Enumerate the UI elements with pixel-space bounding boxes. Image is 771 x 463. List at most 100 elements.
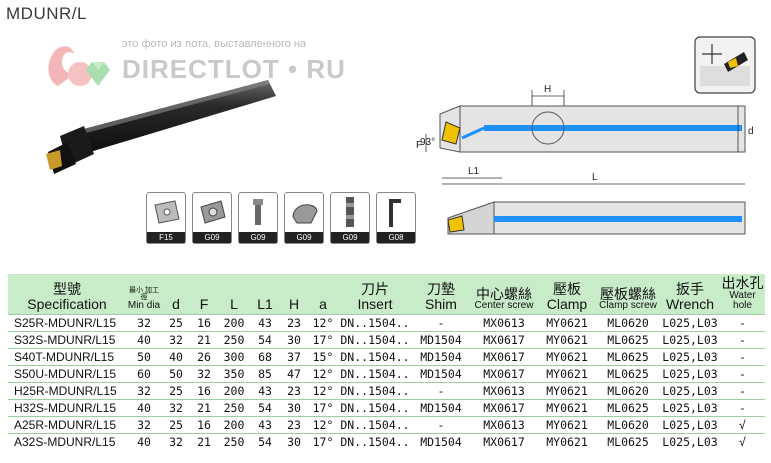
table-cell: S40T-MDUNR/L15 bbox=[14, 349, 115, 364]
table-cell: 23 bbox=[287, 315, 301, 330]
table-cell: 40 bbox=[169, 349, 183, 364]
table-cell: 30 bbox=[287, 400, 301, 415]
table-cell: L025,L03 bbox=[662, 349, 718, 364]
table-cell: MD1504 bbox=[420, 434, 462, 449]
table-cell: ML0625 bbox=[607, 349, 649, 364]
table-cell: 54 bbox=[258, 332, 272, 347]
watermark-text: это фото из лота, выставленного на bbox=[122, 38, 307, 50]
boring-bar-image bbox=[46, 80, 276, 174]
table-cell: H25R-MDUNR/L15 bbox=[14, 383, 117, 398]
col-l: L bbox=[218, 274, 250, 315]
table-cell: MX0613 bbox=[483, 417, 525, 432]
table-cell: MD1504 bbox=[420, 349, 462, 364]
table-cell: - bbox=[739, 315, 746, 330]
table-cell: ML0620 bbox=[607, 417, 649, 432]
table-cell: - bbox=[437, 315, 445, 330]
table-cell: DN..1504.. bbox=[340, 383, 410, 398]
table-cell: 23 bbox=[287, 417, 301, 432]
clamp-label: G09 bbox=[285, 232, 323, 243]
wrench-label: G08 bbox=[377, 232, 415, 243]
table-cell: 250 bbox=[223, 332, 245, 347]
clamp-card: G09 bbox=[284, 192, 324, 244]
table-cell: MY0621 bbox=[546, 366, 588, 381]
table-cell: ML0625 bbox=[607, 366, 649, 381]
insert-label: F15 bbox=[147, 232, 185, 243]
table-cell: S50U-MDUNR/L15 bbox=[14, 366, 117, 381]
table-cell: MD1504 bbox=[420, 400, 462, 415]
table-cell: 17° bbox=[312, 332, 334, 347]
table-cell: 43 bbox=[258, 417, 272, 432]
table-cell: - bbox=[739, 332, 746, 347]
table-cell: 16 bbox=[197, 315, 211, 330]
table-cell: 32 bbox=[169, 434, 183, 449]
col-d: d bbox=[162, 274, 190, 315]
table-cell: MD1504 bbox=[420, 366, 462, 381]
table-cell: 54 bbox=[258, 434, 272, 449]
table-cell: DN..1504.. bbox=[340, 417, 410, 432]
shim-label: G09 bbox=[193, 232, 231, 243]
table-cell: 21 bbox=[197, 332, 211, 347]
table-cell: 21 bbox=[197, 400, 211, 415]
table-cell: MY0621 bbox=[546, 349, 588, 364]
table-cell: MY0621 bbox=[546, 315, 588, 330]
table-cell: DN..1504.. bbox=[340, 434, 410, 449]
table-cell: 15° bbox=[312, 349, 334, 364]
table-cell: MX0617 bbox=[483, 400, 525, 415]
dim-angle-label: 93° bbox=[420, 137, 435, 148]
table-cell: 21 bbox=[197, 434, 211, 449]
table-cell: 32 bbox=[197, 366, 211, 381]
technical-drawing: H d F 93° L1 L 6° bbox=[404, 84, 754, 235]
page-title: MDUNR/L bbox=[6, 4, 87, 23]
shim-card: G09 bbox=[192, 192, 232, 244]
table-cell: A32S-MDUNR/L15 bbox=[14, 434, 116, 449]
table-cell: 25 bbox=[169, 315, 183, 330]
table-cell: - bbox=[739, 349, 746, 364]
table-cell: DN..1504.. bbox=[340, 349, 410, 364]
table-cell: ML0625 bbox=[607, 400, 649, 415]
table-cell: ML0620 bbox=[607, 383, 649, 398]
table-cell: - bbox=[739, 400, 746, 415]
col-h: H bbox=[280, 274, 308, 315]
clamp-screw-label: G09 bbox=[331, 232, 369, 243]
table-cell: 32 bbox=[137, 383, 151, 398]
table-cell: ML0620 bbox=[607, 315, 649, 330]
table-cell: √ bbox=[739, 417, 746, 432]
table-cell: 200 bbox=[223, 383, 245, 398]
table-cell: 85 bbox=[258, 366, 272, 381]
table-cell: MD1504 bbox=[420, 332, 462, 347]
table-cell: 200 bbox=[223, 417, 245, 432]
table-cell: 17° bbox=[312, 434, 334, 449]
table-cell: DN..1504.. bbox=[340, 366, 410, 381]
table-cell: MX0617 bbox=[483, 349, 525, 364]
table-cell: √ bbox=[739, 434, 746, 449]
table-cell: 32 bbox=[137, 417, 151, 432]
table-cell: A25R-MDUNR/L15 bbox=[14, 417, 117, 432]
table-cell: L025,L03 bbox=[662, 400, 718, 415]
wrench-card: G08 bbox=[376, 192, 416, 244]
table-cell: 16 bbox=[197, 383, 211, 398]
table-cell: 25 bbox=[169, 417, 183, 432]
table-cell: 37 bbox=[287, 349, 301, 364]
table-cell: - bbox=[437, 383, 445, 398]
table-cell: 17° bbox=[312, 400, 334, 415]
table-cell: 250 bbox=[223, 400, 245, 415]
table-cell: 47 bbox=[287, 366, 301, 381]
watermark-brand: DIRECTLOT • RU bbox=[122, 54, 346, 84]
screw-label: G09 bbox=[239, 232, 277, 243]
table-cell: MY0621 bbox=[546, 417, 588, 432]
table-cell: 23 bbox=[287, 383, 301, 398]
col-l1: L1 bbox=[250, 274, 280, 315]
dim-l-label: L bbox=[592, 172, 598, 183]
table-cell: 12° bbox=[312, 417, 334, 432]
table-cell: - bbox=[739, 383, 746, 398]
table-cell: MX0617 bbox=[483, 366, 525, 381]
table-cell: 16 bbox=[197, 417, 211, 432]
